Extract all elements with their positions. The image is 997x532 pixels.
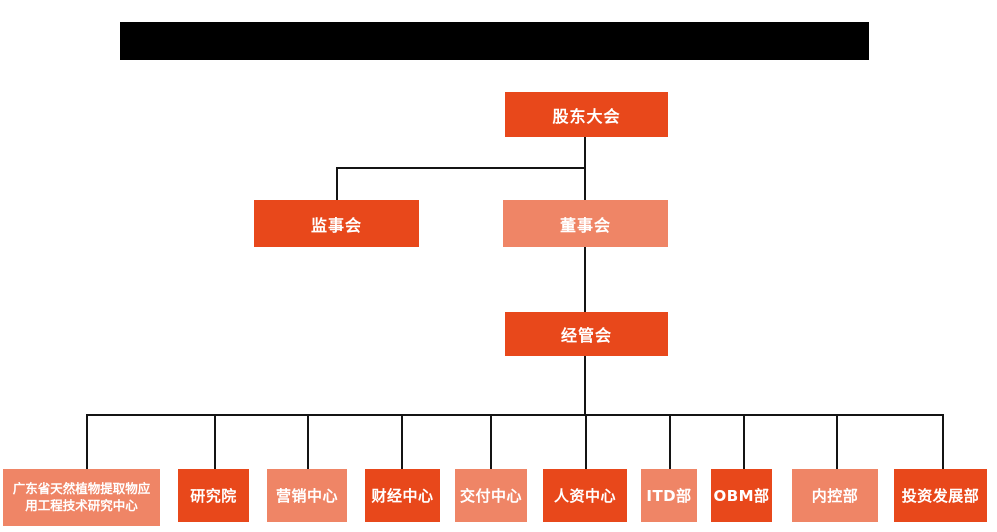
node-dept-itd: ITD部 <box>641 469 697 522</box>
connector-departments-horizontal <box>86 414 944 416</box>
node-management-committee: 经管会 <box>505 312 668 356</box>
node-dept-investment-development: 投资发展部 <box>894 469 987 522</box>
connector-dept6-drop <box>585 414 587 469</box>
node-dept-delivery-center: 交付中心 <box>455 469 527 522</box>
node-dept-finance-center: 财经中心 <box>365 469 440 522</box>
connector-dept1-drop <box>86 414 88 469</box>
node-board-of-directors: 董事会 <box>503 200 668 247</box>
connector-dept2-drop <box>214 414 216 469</box>
connector-board-drop <box>584 167 586 200</box>
connector-shareholders-down <box>584 137 586 169</box>
node-dept-hr-center: 人资中心 <box>543 469 627 522</box>
connector-dept10-drop <box>942 414 944 469</box>
connector-dept5-drop <box>490 414 492 469</box>
node-dept-research-institute: 研究院 <box>178 469 249 522</box>
node-supervisory-board: 监事会 <box>254 200 419 247</box>
connector-dept4-drop <box>401 414 403 469</box>
connector-level2-horizontal <box>336 167 586 169</box>
connector-supervisors-drop <box>336 167 338 200</box>
node-dept-marketing-center: 营销中心 <box>267 469 347 522</box>
node-dept-research-center: 广东省天然植物提取物应用工程技术研究中心 <box>3 469 160 526</box>
connector-board-management <box>584 247 586 312</box>
connector-dept9-drop <box>836 414 838 469</box>
connector-dept8-drop <box>743 414 745 469</box>
node-shareholders-meeting: 股东大会 <box>505 92 668 137</box>
connector-management-down <box>584 356 586 415</box>
connector-dept3-drop <box>307 414 309 469</box>
redacted-title-bar <box>120 22 869 60</box>
node-dept-obm: OBM部 <box>711 469 772 522</box>
connector-dept7-drop <box>669 414 671 469</box>
node-dept-internal-control: 内控部 <box>792 469 878 522</box>
